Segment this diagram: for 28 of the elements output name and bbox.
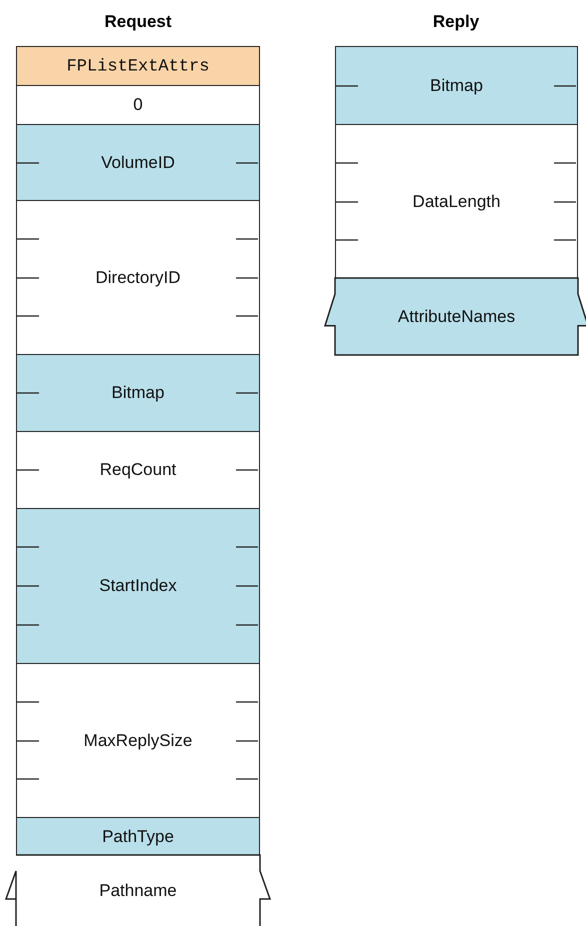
- field-name: Pathname: [99, 880, 177, 900]
- field-box: [16, 431, 260, 509]
- field-box: [16, 354, 260, 432]
- field-name: 0: [133, 95, 143, 115]
- field-box: [335, 124, 578, 279]
- field-name: ReqCount: [100, 460, 176, 480]
- field-name: VolumeID: [101, 152, 175, 172]
- field-name: Bitmap: [430, 76, 483, 96]
- variable-length-field: [321, 278, 586, 355]
- field-name: PathType: [102, 826, 174, 846]
- field-box: [16, 508, 260, 664]
- variable-length-field: [2, 855, 274, 926]
- field-name: DataLength: [412, 192, 500, 212]
- field-box: [16, 663, 260, 818]
- field-box: [16, 124, 260, 201]
- column-heading: Request: [104, 12, 172, 32]
- field-box: [335, 46, 578, 125]
- field-name: DirectoryID: [95, 268, 180, 288]
- field-name: Bitmap: [112, 383, 164, 403]
- field-name: StartIndex: [99, 576, 177, 596]
- field-box: [16, 46, 260, 86]
- field-name: FPListExtAttrs: [66, 58, 210, 76]
- field-box: [16, 817, 260, 856]
- field-box: [16, 200, 260, 355]
- field-box: [16, 85, 260, 125]
- field-name: AttributeNames: [398, 306, 516, 326]
- field-name: MaxReplySize: [84, 730, 192, 750]
- column-heading: Reply: [432, 12, 480, 32]
